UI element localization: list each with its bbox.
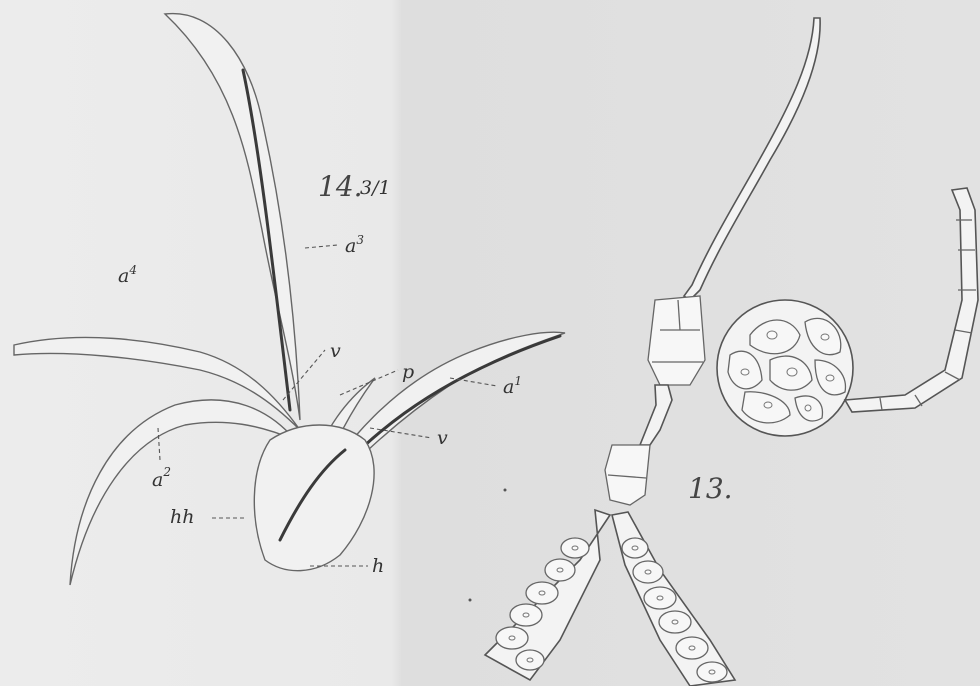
filament-upper-long xyxy=(684,18,820,300)
label-v-right: v xyxy=(437,427,448,449)
label-a3: a3 xyxy=(345,233,364,257)
leader-a3 xyxy=(305,245,338,248)
label-p: p xyxy=(402,361,414,383)
cell-cluster-top xyxy=(648,296,705,385)
figure-14-seedling: 14. 3/1 a3 a4 v p a1 v a2 hh h xyxy=(14,14,565,585)
spherical-cell-cluster xyxy=(717,188,978,436)
stalk-middle xyxy=(640,385,672,445)
figure-14-magnification: 3/1 xyxy=(360,177,391,199)
chain-lower-right xyxy=(612,512,735,686)
figure-13-filaments: 13. xyxy=(485,18,978,686)
speck-1 xyxy=(504,489,507,492)
chain-lower-left xyxy=(485,510,610,680)
figure-14-number: 14. xyxy=(318,170,363,203)
leader-p xyxy=(340,370,398,395)
figure-13-number: 13. xyxy=(688,472,733,505)
label-a1: a1 xyxy=(503,374,522,398)
label-a4: a4 xyxy=(118,263,137,287)
label-h: h xyxy=(372,555,384,577)
seedling-base xyxy=(254,425,374,571)
speck-2 xyxy=(469,599,472,602)
label-v-upper: v xyxy=(330,340,341,362)
label-hh: hh xyxy=(170,506,194,528)
label-a2: a2 xyxy=(152,465,171,491)
